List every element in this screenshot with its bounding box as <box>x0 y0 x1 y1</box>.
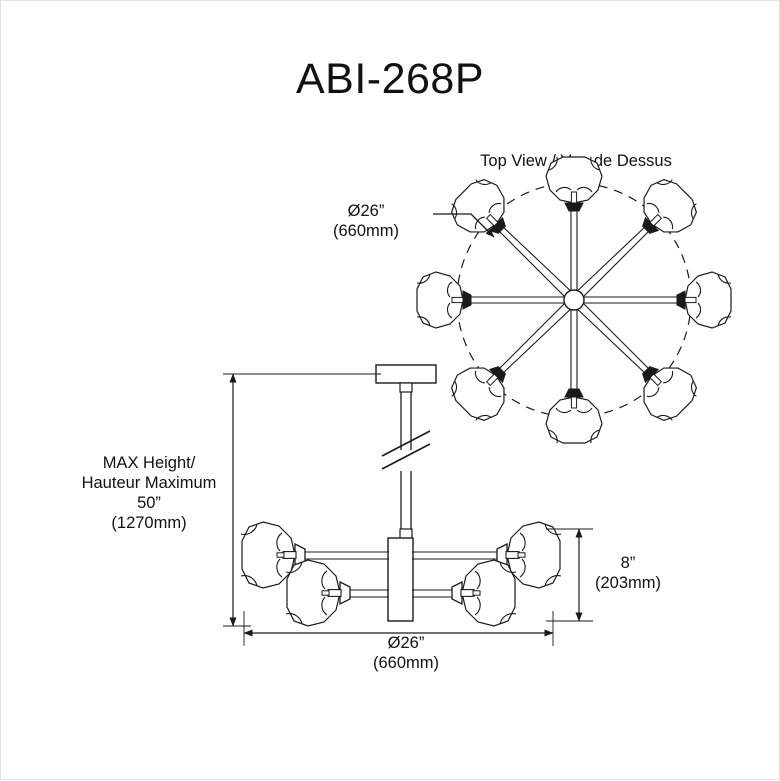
max-height-label: MAX Height/ Hauteur Maximum 50” (1270mm) <box>59 453 239 533</box>
bottom-diameter-metric: (660mm) <box>372 654 439 672</box>
bottom-diameter-imperial: Ø26” <box>387 634 425 652</box>
canopy-collar <box>399 382 413 393</box>
top-diameter-leader <box>433 213 495 238</box>
break-symbol <box>381 430 431 470</box>
front-shade-lower-right <box>451 559 517 627</box>
canopy <box>375 364 437 384</box>
top-shade-northwest <box>443 171 523 251</box>
top-shade-east <box>676 271 732 329</box>
top-view-group <box>416 156 732 444</box>
top-diameter-metric: (660mm) <box>332 222 399 240</box>
body-height-imperial: 8” <box>620 554 636 572</box>
top-shade-south <box>545 388 603 444</box>
top-shade-southwest <box>443 349 523 429</box>
max-height-line2: Hauteur Maximum <box>81 474 217 492</box>
extension-lines <box>223 373 593 646</box>
top-view-arms <box>467 207 681 393</box>
lower-arms <box>344 589 458 598</box>
front-view-group <box>240 364 562 627</box>
top-shade-west <box>416 271 472 329</box>
top-view-label: Top View / Vue de Dessus <box>480 152 672 170</box>
top-shade-southeast <box>625 349 705 429</box>
top-view-hub <box>563 289 585 311</box>
body-height-label: 8” (203mm) <box>573 553 683 593</box>
max-height-imperial: 50” <box>137 494 161 512</box>
page-title: ABI-268P <box>295 55 485 103</box>
top-shade-north <box>545 156 603 212</box>
body-height-metric: (203mm) <box>594 574 661 592</box>
center-body <box>387 537 414 622</box>
front-shade-lower-left <box>285 559 351 627</box>
top-diameter-imperial: Ø26” <box>347 202 385 220</box>
dimension-lines <box>223 373 593 646</box>
top-diameter-label: Ø26” (660mm) <box>301 201 431 241</box>
upper-arms <box>301 551 501 560</box>
bottom-diameter-label: Ø26” (660mm) <box>331 633 481 673</box>
max-height-metric: (1270mm) <box>111 514 187 532</box>
top-shade-northeast <box>625 171 705 251</box>
max-height-line1: MAX Height/ <box>102 454 196 472</box>
downrod <box>400 392 412 534</box>
